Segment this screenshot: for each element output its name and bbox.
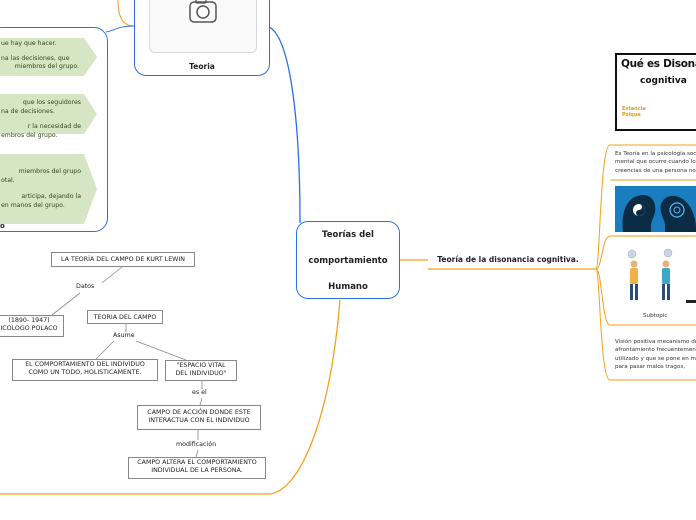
positive-line-2: afrontamiento frecuentemen bbox=[615, 347, 696, 354]
camera-icon bbox=[189, 0, 217, 23]
connector-central-teoria bbox=[265, 25, 301, 224]
disonancia-logo-frame: Qué es Disonan cognitiva Estancia Psique bbox=[610, 48, 696, 132]
disonancia-definition: Es Teoría en la psicología soc mental qu… bbox=[615, 150, 696, 175]
positive-line-4: para pasar malos tragos, bbox=[615, 364, 686, 371]
leadership-styles-box[interactable]: ue hay que hacer. na las decisiones, que… bbox=[0, 27, 108, 232]
list-item: embros del grupo. bbox=[1, 131, 58, 139]
logo-small-1: Estancia bbox=[622, 106, 646, 112]
subtopic-label[interactable]: Subtopic bbox=[643, 313, 668, 319]
central-topic[interactable]: Teorías del comportamiento Humano bbox=[296, 221, 400, 299]
modificacion-label: modificación bbox=[176, 441, 217, 448]
campo-altera-box[interactable]: CAMPO ALTERA EL COMPORTAMIENTO INDIVIDUA… bbox=[128, 457, 266, 479]
teoria-node[interactable]: Teoria bbox=[134, 0, 270, 76]
logo-small-2: Psique bbox=[622, 112, 641, 118]
espacio-vital-box[interactable]: "ESPACIO VITAL DEL INDIVIDUO" bbox=[165, 360, 237, 381]
altera-line-2: INDIVIDUAL DE LA PERSONA. bbox=[151, 467, 243, 474]
connector-disonancia-branches bbox=[595, 144, 611, 270]
disonancia-node[interactable]: Teoría de la disonancia cognitiva. bbox=[437, 255, 579, 264]
arrow-shape bbox=[0, 154, 97, 224]
es-el-label: es el bbox=[192, 389, 207, 396]
positive-line-1: Visión positiva mecanismo de bbox=[615, 339, 696, 345]
list-item: r la necesidad de bbox=[27, 123, 81, 130]
teoria-image-frame bbox=[149, 0, 257, 53]
definition-line-1: Es Teoría en la psicología soc bbox=[615, 151, 696, 157]
list-item: en manos del grupo. bbox=[1, 201, 65, 209]
lewin-bio-line-2: ICOLOGO POLACO bbox=[0, 325, 58, 332]
list-item: miembros del grupo. bbox=[14, 63, 79, 70]
connector-central-lewin bbox=[0, 299, 341, 495]
logo-line-2: cognitiva bbox=[640, 76, 687, 86]
teoria-label: Teoria bbox=[189, 62, 215, 71]
teoria-campo-box[interactable]: TEORIA DEL CAMPO bbox=[87, 310, 163, 324]
central-line-1: Teorías del bbox=[322, 230, 374, 240]
disonancia-positive-text: Visión positiva mecanismo de afrontamien… bbox=[615, 338, 696, 372]
campo-accion-line-2: INTERACTUA CON EL INDIVIDUO bbox=[148, 417, 250, 424]
list-item: articipa, dejando la bbox=[21, 193, 81, 200]
lewin-title[interactable]: LA TEORÍA DEL CAMPO DE KURT LEWIN bbox=[51, 252, 195, 267]
connector-teoria-left bbox=[117, 0, 135, 27]
positive-line-3: utilizado y que se pone en ma bbox=[615, 355, 696, 362]
campo-accion-line-1: CAMPO DE ACCIÓN DONDE ESTE bbox=[147, 409, 251, 416]
list-item: na de decisiones. bbox=[1, 107, 55, 115]
central-line-2: comportamiento bbox=[308, 256, 388, 266]
arrow-shape bbox=[0, 94, 97, 134]
heads-image bbox=[615, 186, 696, 232]
campo-accion-box[interactable]: CAMPO DE ACCIÓN DONDE ESTE INTERACTUA CO… bbox=[137, 405, 261, 430]
logo-line-1: Qué es Disonan bbox=[621, 58, 696, 70]
leftbox-tail-label: o bbox=[0, 222, 5, 230]
lewin-bio-line-1: (1890- 1947) bbox=[8, 317, 50, 324]
heads-illustration bbox=[622, 194, 696, 232]
people-illustration bbox=[627, 248, 696, 303]
definition-line-2: mental que ocurre cuando lo bbox=[615, 159, 696, 166]
comportamiento-box[interactable]: EL COMPORTAMIENTO DEL INDIVIDUO COMO UN … bbox=[12, 359, 158, 381]
datos-label: Datos bbox=[76, 283, 95, 290]
asume-label: Asume bbox=[113, 332, 135, 339]
comportamiento-line-1: EL COMPORTAMIENTO DEL INDIVIDUO bbox=[25, 361, 145, 368]
espacio-line-1: "ESPACIO VITAL bbox=[176, 362, 226, 369]
arrow-shape bbox=[0, 38, 97, 76]
espacio-line-2: DEL INDIVIDUO" bbox=[175, 370, 227, 377]
list-item: na las decisiones, que bbox=[1, 54, 70, 62]
comportamiento-line-2: COMO UN TODO, HOLISTICAMENTE. bbox=[28, 369, 142, 376]
list-item: que los seguidores bbox=[22, 99, 81, 106]
lewin-bio-box[interactable]: (1890- 1947) ICOLOGO POLACO bbox=[0, 315, 64, 337]
list-item: otal. bbox=[1, 176, 15, 184]
connector-teoria-leftbox bbox=[105, 25, 135, 33]
list-item: ue hay que hacer. bbox=[1, 40, 57, 47]
definition-line-3: creencias de una persona no bbox=[615, 167, 696, 174]
altera-line-1: CAMPO ALTERA EL COMPORTAMIENTO bbox=[137, 459, 257, 466]
list-item: miembros del grupo bbox=[18, 168, 81, 175]
people-image bbox=[615, 244, 696, 306]
central-line-3: Humano bbox=[328, 282, 368, 292]
